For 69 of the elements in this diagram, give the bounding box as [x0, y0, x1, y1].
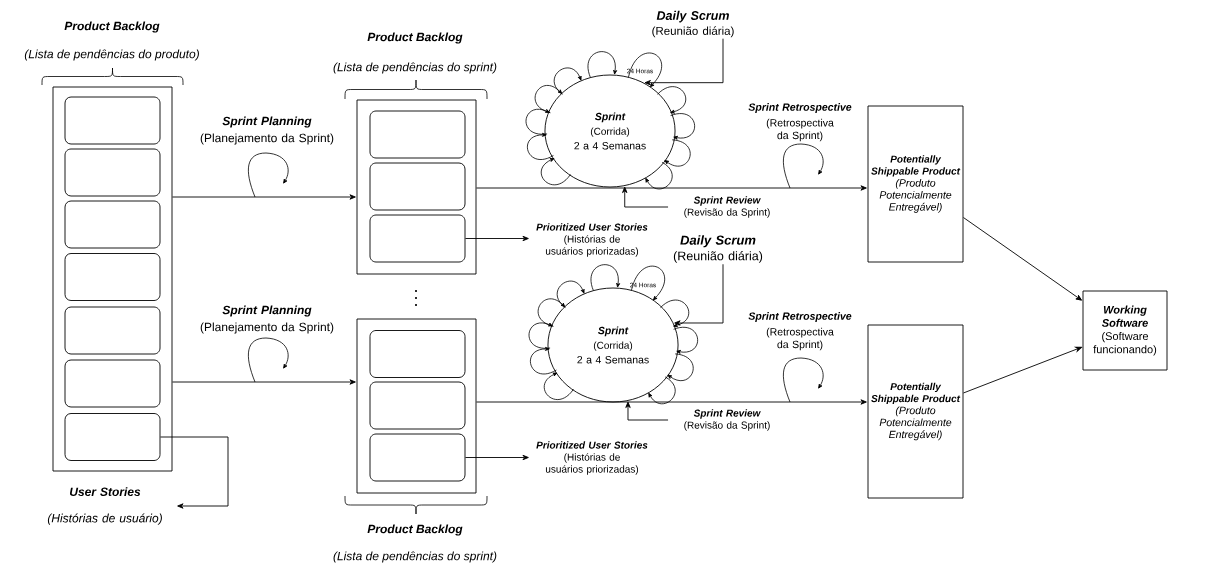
story-card: [64, 200, 161, 249]
story-card: [64, 253, 161, 301]
story-card: [369, 381, 466, 430]
title-text: Working Software: [1101, 305, 1148, 327]
arrow: [476, 185, 867, 191]
arrow: [172, 194, 356, 200]
title-text: Prioritized User Stories: [536, 441, 648, 449]
story-card: [64, 359, 161, 408]
product-box: [867, 105, 964, 263]
title-text: User Stories: [70, 487, 141, 496]
story-card: [369, 214, 466, 263]
subtitle-text: (Revisão da Sprint): [684, 208, 770, 218]
arrow: [172, 379, 356, 385]
subheading: (Lista de pendências do sprint): [333, 551, 497, 563]
arrow: [963, 217, 1083, 301]
annotation-title: Sprint Planning: [222, 116, 312, 128]
subheading: (Lista de pendências do produto): [24, 49, 199, 61]
subtitle-text: (Produto Potencialmente Entregável): [879, 178, 952, 213]
story-card: [369, 162, 466, 211]
annotation-title: Sprint Retrospective: [748, 312, 852, 322]
title-text: Sprint: [597, 326, 629, 337]
subheading: (Lista de pendências do sprint): [333, 62, 497, 74]
title-text: Potentially Shippable Product: [871, 155, 961, 177]
title-text: Sprint Review: [693, 409, 761, 419]
arrow: [465, 454, 529, 461]
story-card: [64, 96, 161, 145]
heading: Product Backlog: [64, 21, 160, 33]
subtitle-text: (Histórias de usuários priorizadas): [545, 453, 639, 475]
heading: Product Backlog: [367, 32, 463, 44]
annotation-text: (Retrospectiva da Sprint): [766, 327, 834, 351]
title-text: Prioritized User Stories: [536, 223, 648, 231]
title-text: Daily Scrum: [656, 10, 729, 23]
product-box: [867, 324, 964, 499]
title-text: Sprint Review: [693, 196, 761, 206]
story-card: [64, 306, 161, 355]
duration-text: 2 a 4 Semanas: [574, 142, 646, 150]
arrow: [625, 401, 669, 421]
annotation-text: (Planejamento da Sprint): [200, 133, 334, 145]
annotation-title: Sprint Retrospective: [748, 103, 852, 113]
subtitle-text: (Corrida): [590, 127, 630, 137]
arrow: [465, 235, 529, 242]
story-card: [369, 110, 466, 159]
arrow: [622, 186, 669, 208]
subtitle-text: (Corrida): [593, 341, 633, 351]
arrow: [644, 38, 724, 86]
subtitle-text: (Revisão da Sprint): [684, 421, 770, 431]
arrow: [963, 346, 1082, 394]
subtitle-text: (Histórias de usuário): [47, 513, 162, 525]
product-box: [1082, 290, 1168, 371]
arrow: [160, 436, 229, 509]
story-card: [369, 433, 466, 482]
duration-text: 2 a 4 Semanas: [577, 356, 649, 364]
title-text: Daily Scrum: [680, 235, 756, 248]
subtitle-text: (Produto Potencialmente Entregável): [879, 406, 952, 441]
arrow: [476, 399, 867, 405]
arrow: [674, 263, 724, 326]
annotation-title: Sprint Planning: [222, 305, 312, 317]
subtitle-text: (Reunião diária): [652, 26, 734, 38]
subtitle-text: (Software funcionando): [1093, 332, 1157, 356]
subtitle-text: (Histórias de usuários priorizadas): [545, 235, 639, 257]
title-text: Potentially Shippable Product: [871, 382, 961, 405]
annotation-text: (Planejamento da Sprint): [200, 322, 334, 334]
subtitle-text: (Reunião diária): [673, 251, 763, 263]
heading: Product Backlog: [367, 524, 463, 536]
story-card: [64, 148, 161, 197]
annotation-text: (Retrospectiva da Sprint): [766, 118, 834, 142]
story-card: [64, 413, 161, 461]
story-card: [369, 330, 466, 378]
title-text: Sprint: [594, 112, 626, 123]
